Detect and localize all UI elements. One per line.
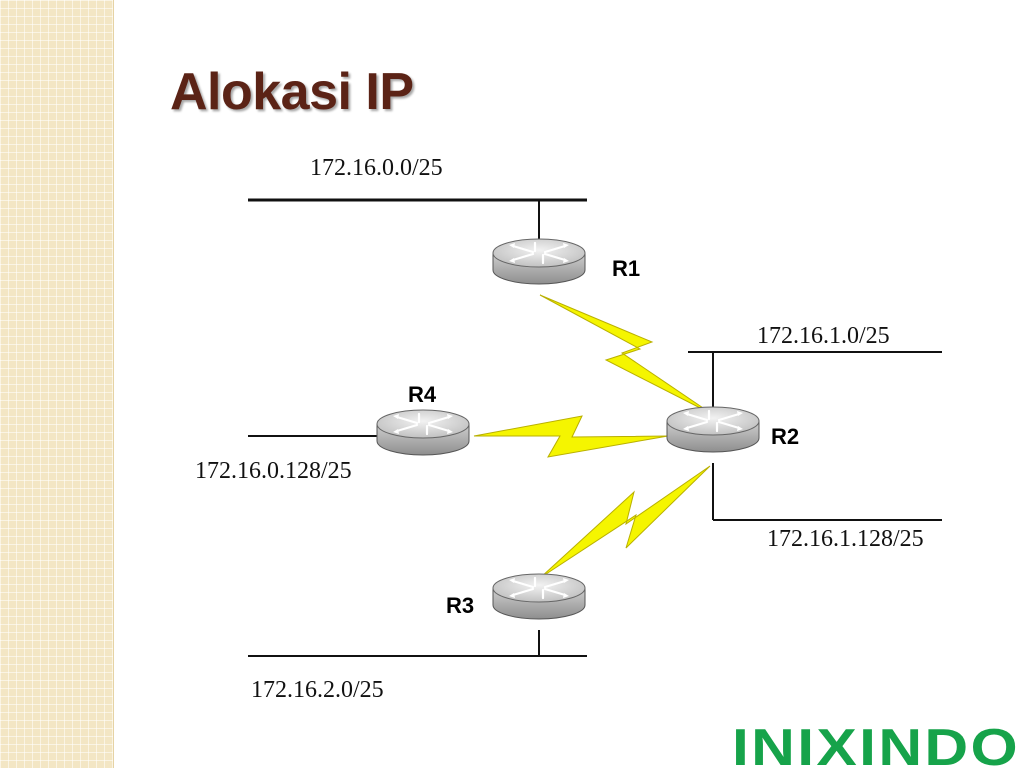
network-label-5: 172.16.2.0/25 (251, 677, 384, 703)
router-label-r4: R4 (408, 382, 437, 407)
router-label-r1: R1 (612, 256, 640, 281)
router-r4 (375, 408, 471, 457)
serial-link-r1-r2 (539, 294, 713, 415)
network-label-2: 172.16.1.0/25 (757, 323, 890, 349)
slide-title: Alokasi IP (170, 63, 414, 121)
router-r2 (665, 405, 761, 454)
logo-text: INIXINDO (732, 719, 1020, 768)
network-label-4: 172.16.1.128/25 (767, 526, 924, 552)
network-label-3: 172.16.0.128/25 (195, 458, 352, 484)
router-label-r2: R2 (771, 424, 799, 449)
network-label-1: 172.16.0.0/25 (310, 155, 443, 181)
router-r1 (491, 237, 587, 286)
serial-link-r3-r2 (539, 465, 711, 579)
inixindo-logo: INIXINDO (732, 719, 1020, 768)
decorative-left-strip (0, 0, 114, 768)
serial-link-r4-r2 (473, 415, 669, 458)
router-r3 (491, 572, 587, 621)
router-label-r3: R3 (446, 593, 474, 618)
